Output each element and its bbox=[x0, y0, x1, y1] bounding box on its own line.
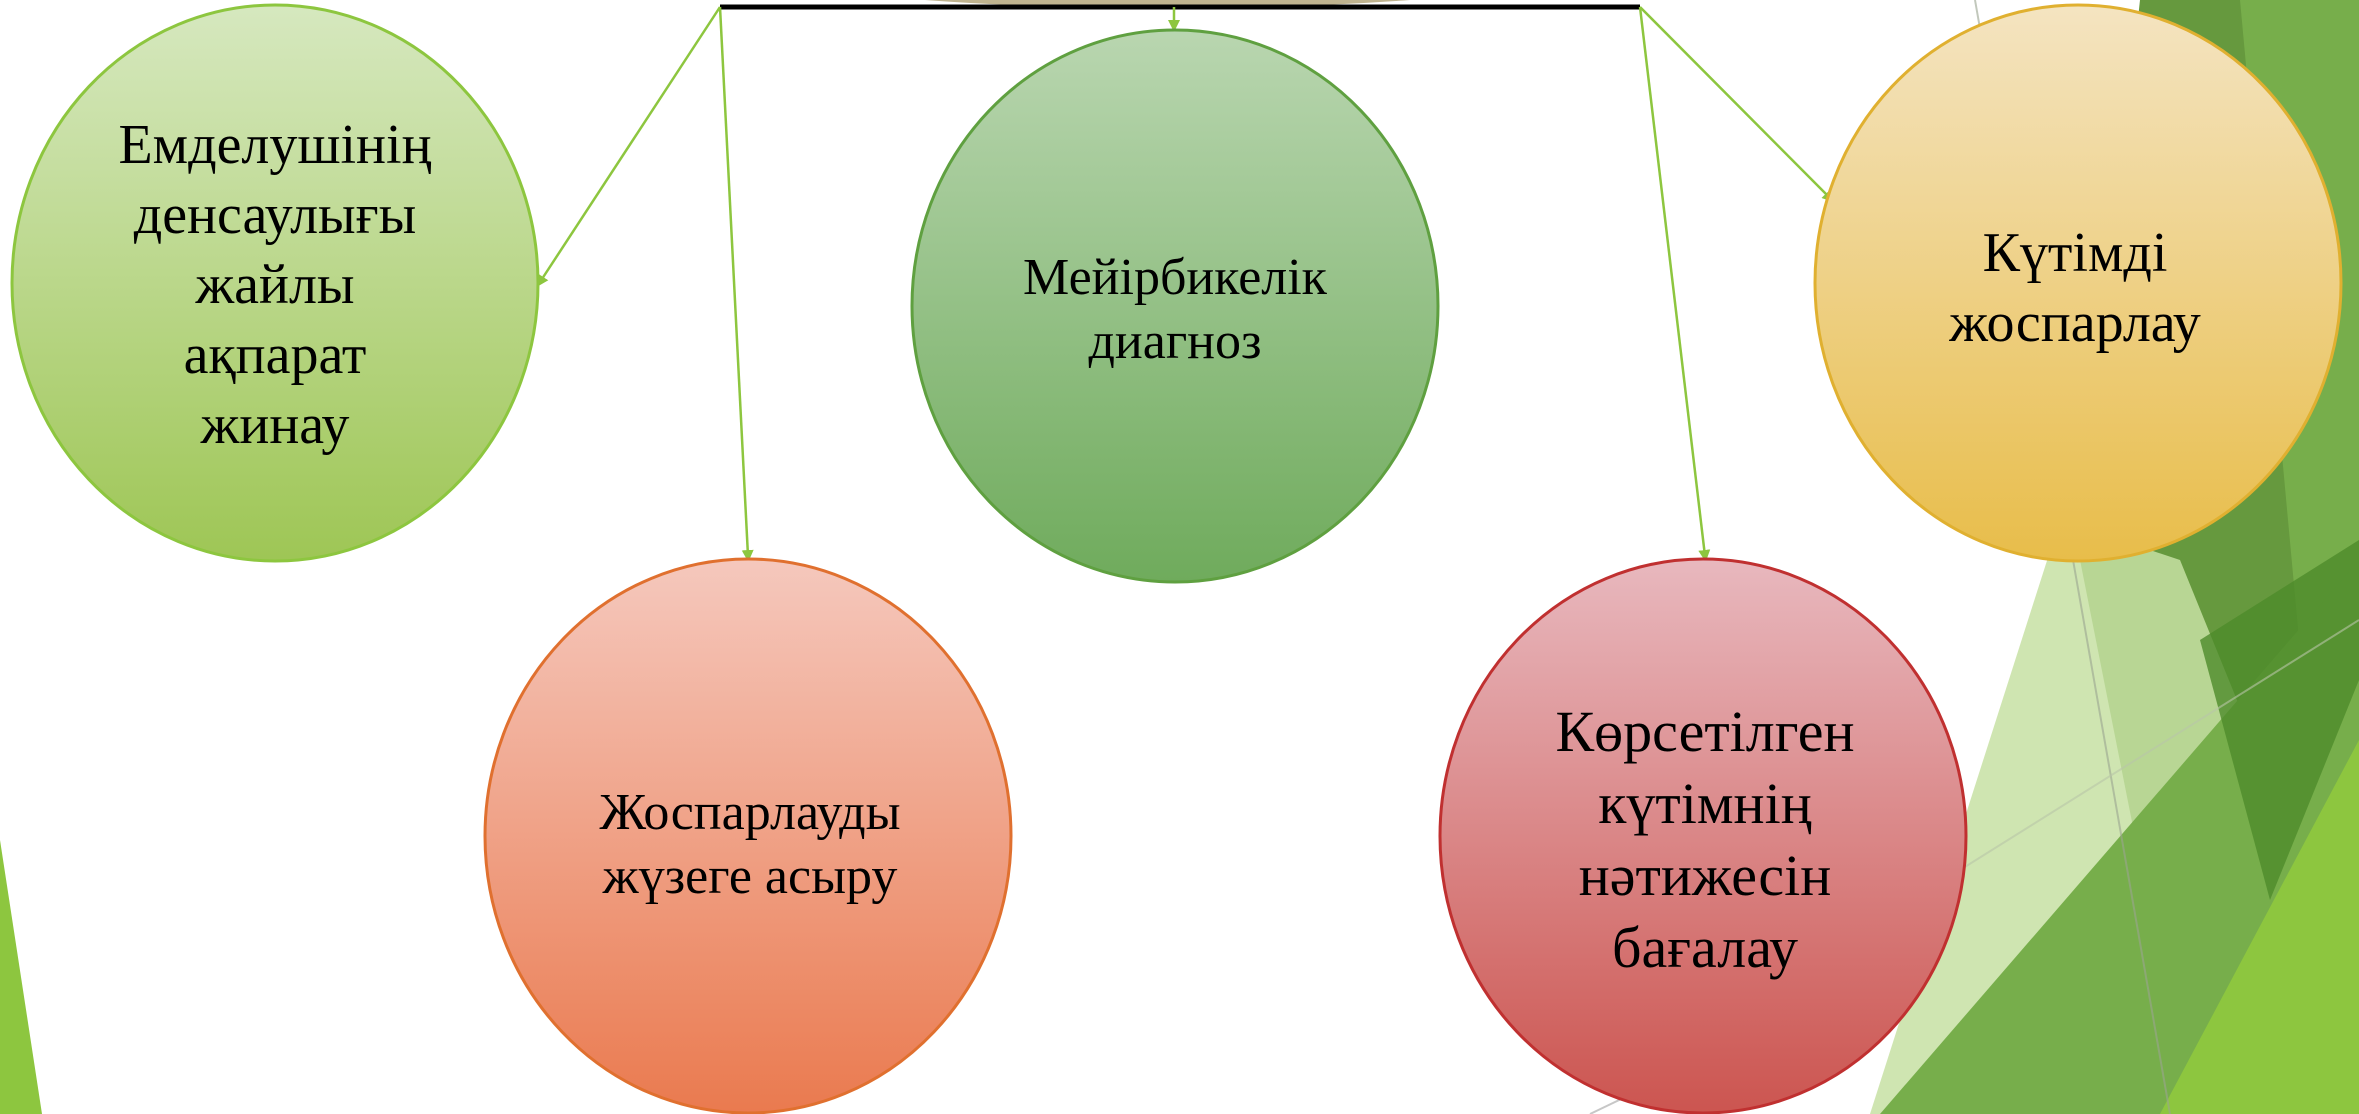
node-evaluation-circle bbox=[1438, 557, 1968, 1114]
arrow-to-implement bbox=[718, 6, 754, 562]
arrow-to-assessment bbox=[536, 6, 722, 288]
arrow-to-planning bbox=[1639, 6, 1835, 203]
node-implement-circle bbox=[483, 557, 1013, 1114]
node-diagnosis-circle bbox=[910, 28, 1440, 584]
arrow-to-evaluation bbox=[1638, 6, 1711, 562]
node-assessment-circle bbox=[10, 3, 540, 563]
decor-left-shard bbox=[0, 840, 42, 1114]
decoration-left bbox=[0, 840, 42, 1114]
decor-thin-line-2 bbox=[1959, 619, 2359, 871]
connector-arrows bbox=[536, 6, 1835, 562]
decor-bright-shard bbox=[2160, 740, 2359, 1114]
decor-deep-shard bbox=[2200, 540, 2359, 900]
node-planning-circle bbox=[1813, 3, 2343, 563]
